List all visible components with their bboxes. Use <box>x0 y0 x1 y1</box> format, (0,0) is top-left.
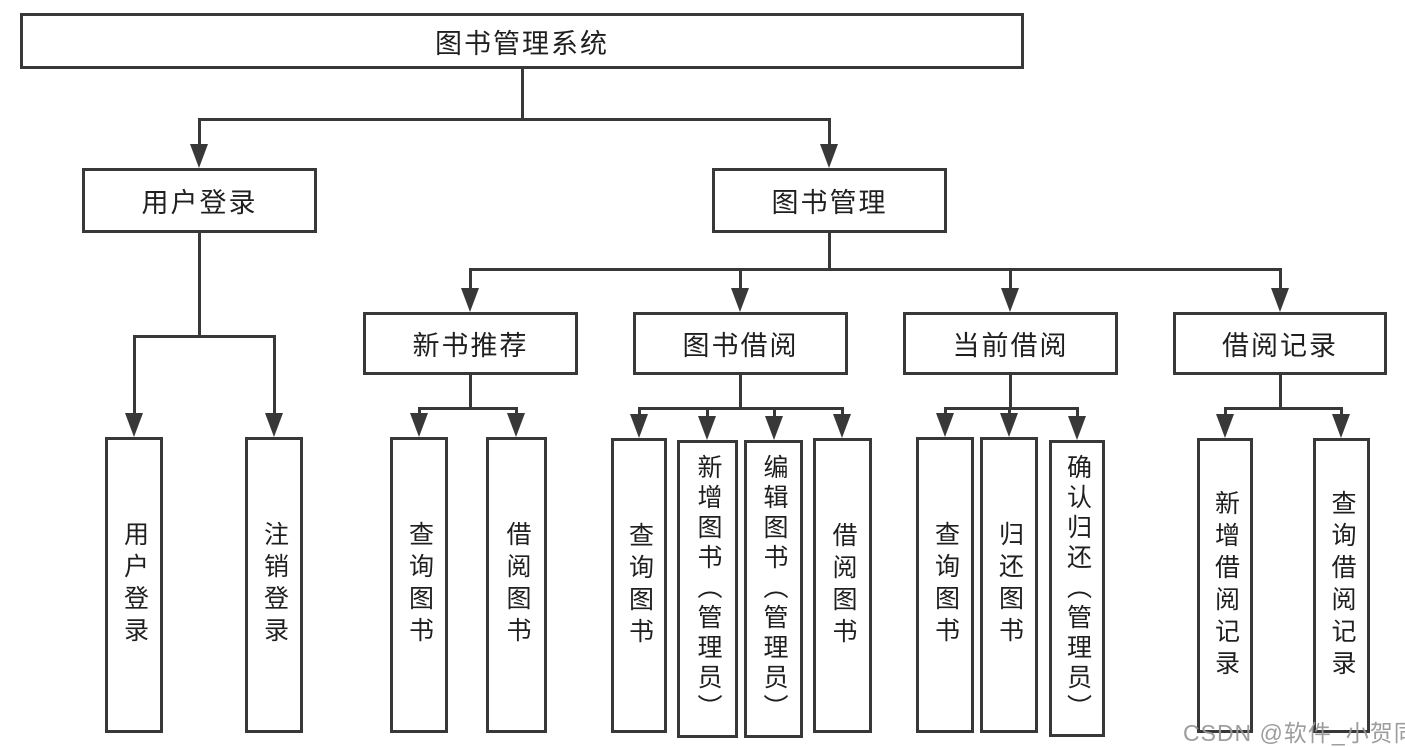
arrowhead <box>507 413 525 437</box>
connector <box>841 407 844 419</box>
arrowhead <box>1068 416 1086 440</box>
arrowhead <box>1000 413 1018 437</box>
node-label: 图书借阅 <box>682 331 799 361</box>
arrowhead <box>765 416 783 440</box>
leaf-add-borrow-record: 新增借阅记录 <box>1197 438 1253 733</box>
connector <box>469 375 472 407</box>
connector <box>1279 268 1282 294</box>
connector <box>418 407 518 410</box>
node-borrowing-records: 借阅记录 <box>1173 312 1387 375</box>
node-label: 编辑图书（管理员） <box>760 454 788 724</box>
node-label: 查询图书 <box>931 521 960 649</box>
connector <box>133 335 136 413</box>
node-label: 查询图书 <box>625 521 654 650</box>
leaf-return-books: 归还图书 <box>980 437 1038 733</box>
node-label: 图书管理系统 <box>435 28 609 59</box>
watermark: CSDN @软件_小贺同学 <box>1183 720 1405 746</box>
connector <box>1224 407 1343 410</box>
connector <box>1279 375 1282 407</box>
leaf-logout: 注销登录 <box>245 437 303 733</box>
connector <box>828 233 831 268</box>
connector <box>133 335 276 338</box>
arrowhead <box>698 416 716 440</box>
node-label: 确认归还（管理员） <box>1063 453 1092 724</box>
connector <box>1009 268 1012 294</box>
arrowhead <box>936 413 954 437</box>
connector <box>198 118 201 150</box>
arrowhead <box>1216 414 1234 438</box>
connector <box>1009 375 1012 407</box>
node-label: 当前借阅 <box>952 331 1069 361</box>
arrowhead <box>820 144 838 168</box>
leaf-query-books-1: 查询图书 <box>390 437 448 733</box>
leaf-borrow-books-2: 借阅图书 <box>813 438 872 733</box>
node-label: 用户登录 <box>120 521 149 649</box>
connector <box>638 407 641 419</box>
leaf-edit-book-admin: 编辑图书（管理员） <box>744 440 803 738</box>
node-label: 用户登录 <box>141 188 258 218</box>
connector <box>1224 407 1227 419</box>
node-label: 借阅图书 <box>503 521 531 649</box>
node-user-login: 用户登录 <box>82 168 317 233</box>
connector <box>521 68 524 118</box>
arrowhead <box>833 414 851 438</box>
connector <box>198 233 201 335</box>
arrowhead <box>461 288 479 312</box>
node-label: 新增借阅记录 <box>1211 489 1240 682</box>
node-label: 借阅图书 <box>829 521 857 650</box>
arrowhead <box>630 414 648 438</box>
node-label: 图书管理 <box>771 188 888 218</box>
connector <box>273 335 276 413</box>
leaf-add-book-admin: 新增图书（管理员） <box>677 440 738 738</box>
connector <box>638 407 844 410</box>
leaf-query-borrow-record: 查询借阅记录 <box>1313 438 1370 733</box>
leaf-user-login: 用户登录 <box>105 437 163 733</box>
node-label: 注销登录 <box>260 521 289 649</box>
arrowhead <box>125 413 143 437</box>
node-label: 归还图书 <box>995 521 1024 649</box>
arrowhead <box>410 413 428 437</box>
connector <box>469 268 1282 271</box>
node-book-management: 图书管理 <box>712 168 947 233</box>
leaf-confirm-return-admin: 确认归还（管理员） <box>1049 440 1105 737</box>
node-book-borrowing: 图书借阅 <box>633 312 848 375</box>
node-current-borrowing: 当前借阅 <box>903 312 1118 375</box>
node-library-management-system: 图书管理系统 <box>20 13 1024 69</box>
connector <box>739 268 742 294</box>
node-label: 借阅记录 <box>1222 331 1338 361</box>
node-label: 新增图书（管理员） <box>694 454 722 724</box>
connector <box>828 118 831 150</box>
connector <box>706 407 709 421</box>
connector <box>944 407 1079 410</box>
connector <box>739 375 742 407</box>
connector <box>198 118 831 121</box>
arrowhead <box>731 288 749 312</box>
arrowhead <box>1332 414 1350 438</box>
node-label: 查询图书 <box>405 521 434 649</box>
arrowhead <box>1001 288 1019 312</box>
connector <box>469 268 472 294</box>
node-label: 查询借阅记录 <box>1328 489 1356 682</box>
arrowhead <box>265 413 283 437</box>
leaf-query-books-3: 查询图书 <box>916 437 974 733</box>
connector <box>773 407 776 421</box>
node-label: 新书推荐 <box>412 331 529 361</box>
connector <box>1076 407 1079 421</box>
arrowhead <box>1271 288 1289 312</box>
leaf-query-books-2: 查询图书 <box>611 438 667 733</box>
node-new-book-recommend: 新书推荐 <box>363 312 578 375</box>
connector <box>1340 407 1343 419</box>
arrowhead <box>190 144 208 168</box>
leaf-borrow-books-1: 借阅图书 <box>486 437 547 733</box>
